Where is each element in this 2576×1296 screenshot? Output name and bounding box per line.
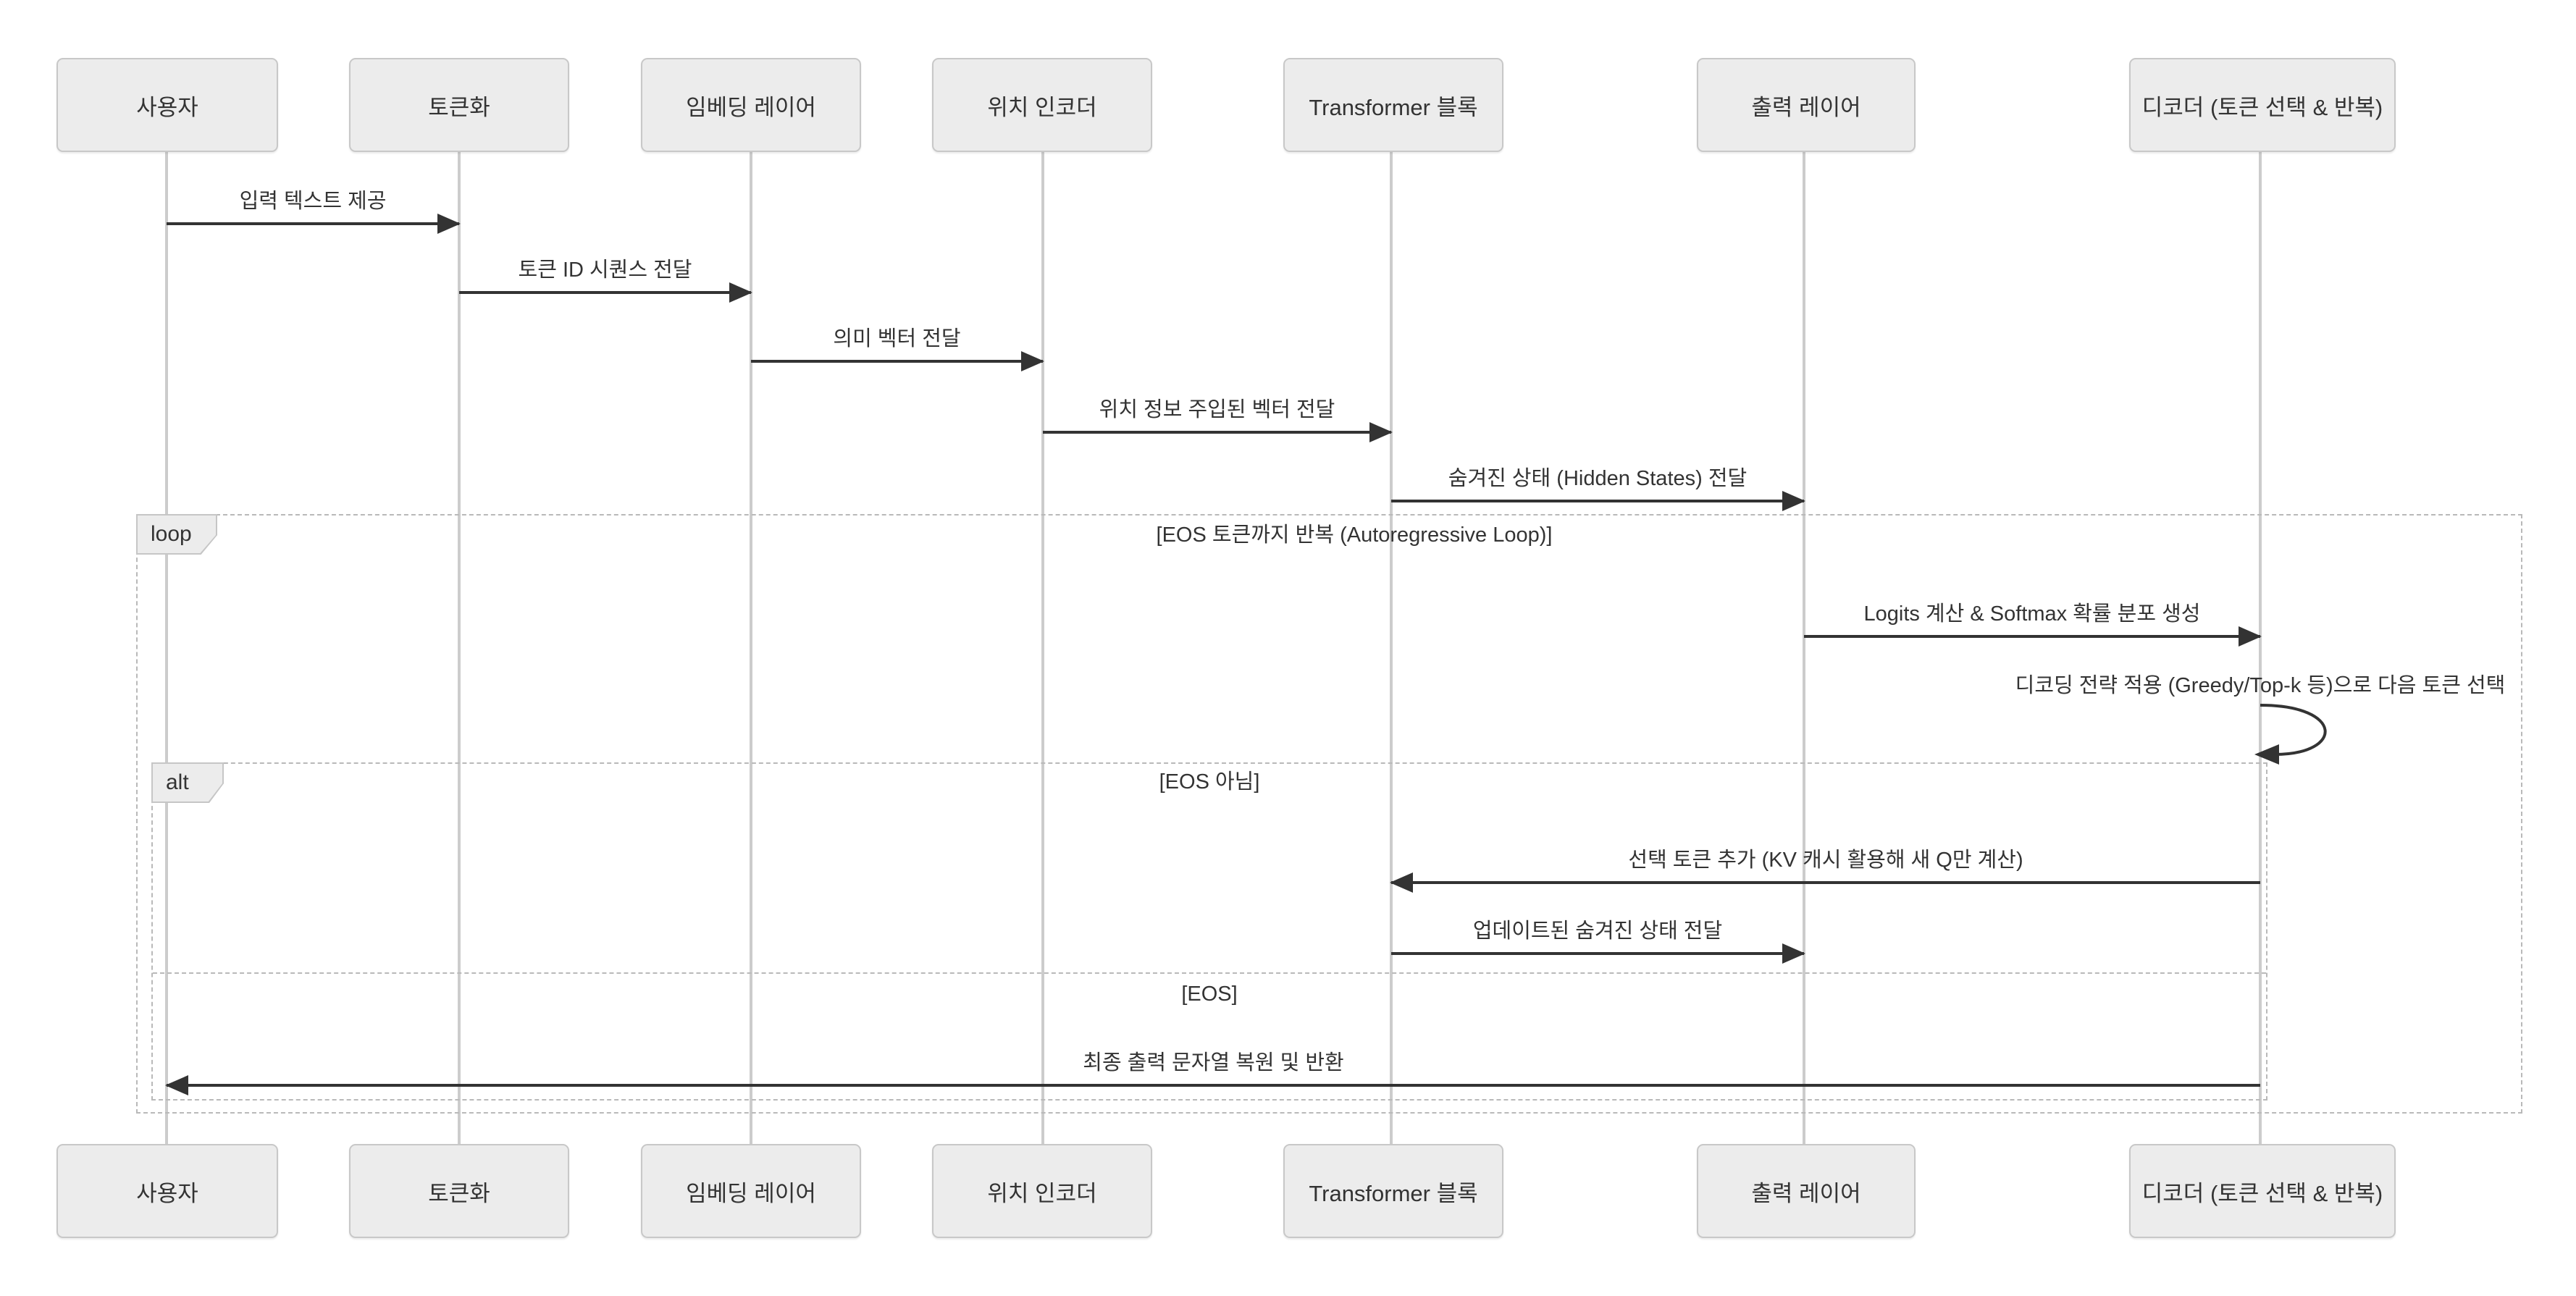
self-loop-arrow-icon xyxy=(2254,704,2327,765)
participant-tokenizer-bottom: 토큰화 xyxy=(349,1144,569,1238)
arrowhead-icon xyxy=(2239,626,2262,647)
participant-transformer-top: Transformer 블록 xyxy=(1283,58,1503,152)
message-arrow xyxy=(1390,872,2260,893)
message-label: 선택 토큰 추가 (KV 캐시 활용해 새 Q만 계산) xyxy=(1628,849,2023,872)
participant-output-bottom: 출력 레이어 xyxy=(1697,1144,1916,1238)
message-arrow xyxy=(1804,626,2262,647)
lifeline-decoder xyxy=(2259,152,2262,1144)
arrowhead-icon xyxy=(1390,872,1413,893)
message-updated-hidden-states: 업데이트된 숨겨진 상태 전달 xyxy=(1391,919,1805,964)
message-label: 입력 텍스트 제공 xyxy=(239,190,387,213)
participant-tokenizer-top: 토큰화 xyxy=(349,58,569,152)
message-token-ids: 토큰 ID 시퀀스 전달 xyxy=(459,258,752,303)
participant-embedding-bottom: 임베딩 레이어 xyxy=(641,1144,861,1238)
participant-transformer-bottom: Transformer 블록 xyxy=(1283,1144,1503,1238)
message-label: 최종 출력 문자열 복원 및 반환 xyxy=(1083,1051,1344,1074)
arrowhead-icon xyxy=(165,1075,188,1095)
participant-decoder-top: 디코더 (토큰 선택 & 반복) xyxy=(2129,58,2396,152)
message-positioned-vectors: 위치 정보 주입된 벡터 전달 xyxy=(1043,397,1393,442)
alt-branch-if-label: [EOS 아님] xyxy=(1159,770,1260,794)
lifeline-transformer xyxy=(1390,152,1393,1144)
arrowhead-icon xyxy=(1782,943,1805,964)
message-arrow xyxy=(165,1075,2260,1095)
arrowhead-icon xyxy=(729,282,752,303)
alt-branch-else-label: [EOS] xyxy=(1181,982,1238,1006)
message-label: 의미 벡터 전달 xyxy=(833,327,961,350)
lifeline-embedding xyxy=(750,152,752,1144)
loop-fragment-frame xyxy=(136,514,2522,1114)
arrowhead-icon xyxy=(1021,351,1044,371)
lifeline-tokenizer xyxy=(458,152,461,1144)
loop-tag-label: loop xyxy=(138,516,216,553)
participant-positional-bottom: 위치 인코더 xyxy=(932,1144,1152,1238)
arrowhead-icon xyxy=(437,214,461,234)
participant-user-bottom: 사용자 xyxy=(56,1144,278,1238)
message-arrow xyxy=(1391,943,1805,964)
message-semantic-vectors: 의미 벡터 전달 xyxy=(751,327,1044,371)
participant-positional-top: 위치 인코더 xyxy=(932,58,1152,152)
lifeline-user xyxy=(165,152,168,1144)
alt-fragment-frame xyxy=(151,762,2267,1101)
message-arrow xyxy=(459,282,752,303)
message-arrow xyxy=(167,214,461,234)
message-arrow xyxy=(1043,422,1393,442)
message-label: Logits 계산 & Softmax 확률 분포 생성 xyxy=(1863,602,2201,626)
message-label: 토큰 ID 시퀀스 전달 xyxy=(518,258,692,282)
message-hidden-states: 숨겨진 상태 (Hidden States) 전달 xyxy=(1391,466,1805,511)
message-logits-softmax: Logits 계산 & Softmax 확률 분포 생성 xyxy=(1804,602,2262,647)
message-kv-cache: 선택 토큰 추가 (KV 캐시 활용해 새 Q만 계산) xyxy=(1390,848,2260,893)
alt-tag-label: alt xyxy=(153,764,222,801)
message-decoding-strategy: 디코딩 전략 적용 (Greedy/Top-k 등)으로 다음 토큰 선택 xyxy=(1641,673,2576,707)
participant-decoder-bottom: 디코더 (토큰 선택 & 반복) xyxy=(2129,1144,2396,1238)
lifeline-positional xyxy=(1041,152,1044,1144)
message-label: 업데이트된 숨겨진 상태 전달 xyxy=(1472,920,1723,943)
alt-tag: alt xyxy=(151,762,224,803)
loop-tag: loop xyxy=(136,514,217,555)
message-arrow xyxy=(1391,491,1805,511)
message-final-output: 최종 출력 문자열 복원 및 반환 xyxy=(165,1051,2260,1095)
loop-title: [EOS 토큰까지 반복 (Autoregressive Loop)] xyxy=(1156,523,1553,547)
alt-else-divider xyxy=(153,972,2266,974)
participant-output-top: 출력 레이어 xyxy=(1697,58,1916,152)
message-input-text: 입력 텍스트 제공 xyxy=(167,189,461,234)
arrowhead-icon xyxy=(1369,422,1393,442)
arrowhead-icon xyxy=(1782,491,1805,511)
lifeline-output xyxy=(1803,152,1805,1144)
message-arrow xyxy=(751,351,1044,371)
message-label: 숨겨진 상태 (Hidden States) 전달 xyxy=(1448,467,1748,490)
message-label: 위치 정보 주입된 벡터 전달 xyxy=(1099,398,1335,421)
participant-embedding-top: 임베딩 레이어 xyxy=(641,58,861,152)
message-label: 디코딩 전략 적용 (Greedy/Top-k 등)으로 다음 토큰 선택 xyxy=(2015,674,2506,697)
participant-user-top: 사용자 xyxy=(56,58,278,152)
